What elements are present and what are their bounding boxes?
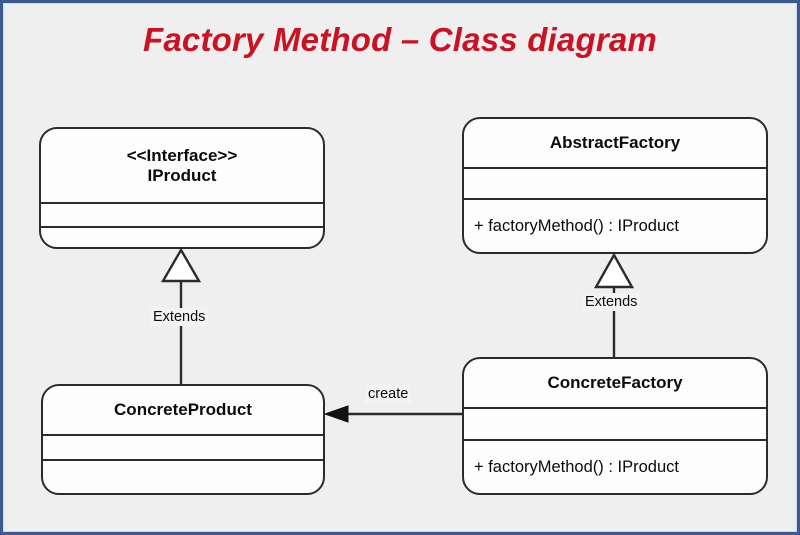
page-title: Factory Method – Class diagram [143, 21, 657, 58]
stereotype-interface: <<Interface>> [126, 145, 238, 165]
dependency-create-arrow [323, 405, 462, 423]
class-name-compartment-concreteproduct: ConcreteProduct [43, 386, 323, 434]
generalization-concreteproduct-iproduct [160, 247, 202, 384]
class-name-abstractfactory: AbstractFactory [549, 133, 681, 153]
class-name-compartment-concretefactory: ConcreteFactory [464, 359, 766, 407]
edge-label-extends-product: Extends [150, 308, 209, 326]
class-name-compartment-iproduct: <<Interface>> IProduct [41, 129, 323, 202]
operations-compartment-concreteproduct [43, 459, 323, 493]
hollow-triangle-arrowhead-product [160, 247, 202, 283]
class-box-iproduct[interactable]: <<Interface>> IProduct [39, 127, 325, 249]
operations-compartment-iproduct [41, 226, 323, 247]
attributes-compartment-abstractfactory [464, 167, 766, 198]
hollow-triangle-arrowhead-factory [593, 252, 635, 289]
class-name-compartment-abstractfactory: AbstractFactory [464, 119, 766, 167]
operations-compartment-concretefactory: + factoryMethod() : IProduct [464, 439, 766, 493]
class-name-concreteproduct: ConcreteProduct [114, 400, 252, 420]
class-box-concreteproduct[interactable]: ConcreteProduct [41, 384, 325, 495]
class-box-abstractfactory[interactable]: AbstractFactory + factoryMethod() : IPro… [462, 117, 768, 254]
edge-label-extends-factory: Extends [582, 293, 641, 311]
class-name-iproduct: IProduct [147, 165, 217, 185]
class-box-concretefactory[interactable]: ConcreteFactory + factoryMethod() : IPro… [462, 357, 768, 495]
edge-label-create: create [365, 385, 412, 403]
class-name-concretefactory: ConcreteFactory [547, 373, 683, 393]
attributes-compartment-iproduct [41, 202, 323, 226]
attributes-compartment-concretefactory [464, 407, 766, 439]
solid-arrowhead-create [323, 405, 349, 423]
attributes-compartment-concreteproduct [43, 434, 323, 459]
connector-layer [160, 247, 635, 423]
operations-compartment-abstractfactory: + factoryMethod() : IProduct [464, 198, 766, 252]
